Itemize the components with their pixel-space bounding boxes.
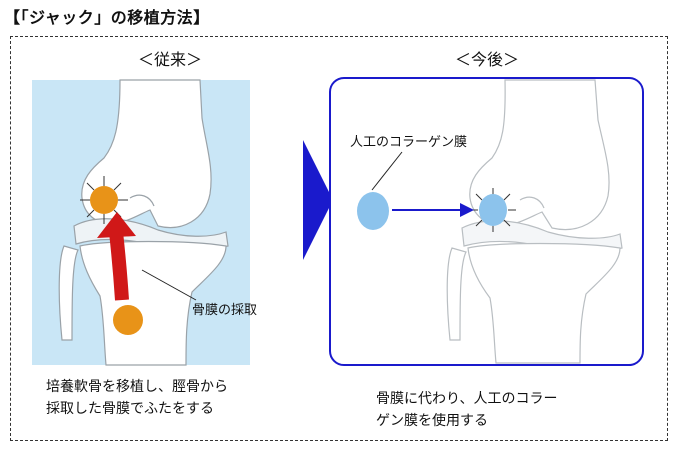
transfer-arrow-blue: [392, 203, 474, 217]
after-caption: 骨膜に代わり、人工のコラー ゲン膜を使用する: [376, 388, 557, 432]
collagen-membrane-dot: [357, 192, 389, 230]
before-caption: 培養軟骨を移植し、脛骨から 採取した骨膜でふたをする: [46, 376, 228, 420]
before-caption-line: 採取した骨膜でふたをする: [46, 401, 214, 417]
after-panel: 人工のコラーゲン膜: [329, 77, 644, 366]
after-heading: ＜今後＞: [454, 50, 520, 69]
before-leader-line: [141, 269, 197, 301]
dashed-frame: [10, 36, 668, 441]
before-heading: ＜従来＞: [137, 50, 203, 69]
before-panel: 骨膜の採取: [32, 79, 257, 366]
collagen-membrane-label: 人工のコラーゲン膜: [350, 135, 467, 150]
periosteum-label: 骨膜の採取: [192, 303, 257, 318]
figure-title: 【「ジャック」の移植方法】: [4, 8, 210, 27]
cartilage-defect-marker: [80, 176, 128, 224]
after-leader-line: [371, 151, 403, 191]
after-knee-illustration: [446, 79, 623, 364]
periosteum-source-dot: [113, 305, 143, 335]
before-caption-line: 培養軟骨を移植し、脛骨から: [46, 379, 228, 395]
transfer-arrow-red: [97, 212, 136, 301]
transition-arrow: [303, 140, 333, 260]
implant-target-marker: [470, 188, 516, 232]
after-caption-line: 骨膜に代わり、人工のコラー: [376, 391, 558, 407]
after-caption-line: ゲン膜を使用する: [376, 413, 488, 429]
